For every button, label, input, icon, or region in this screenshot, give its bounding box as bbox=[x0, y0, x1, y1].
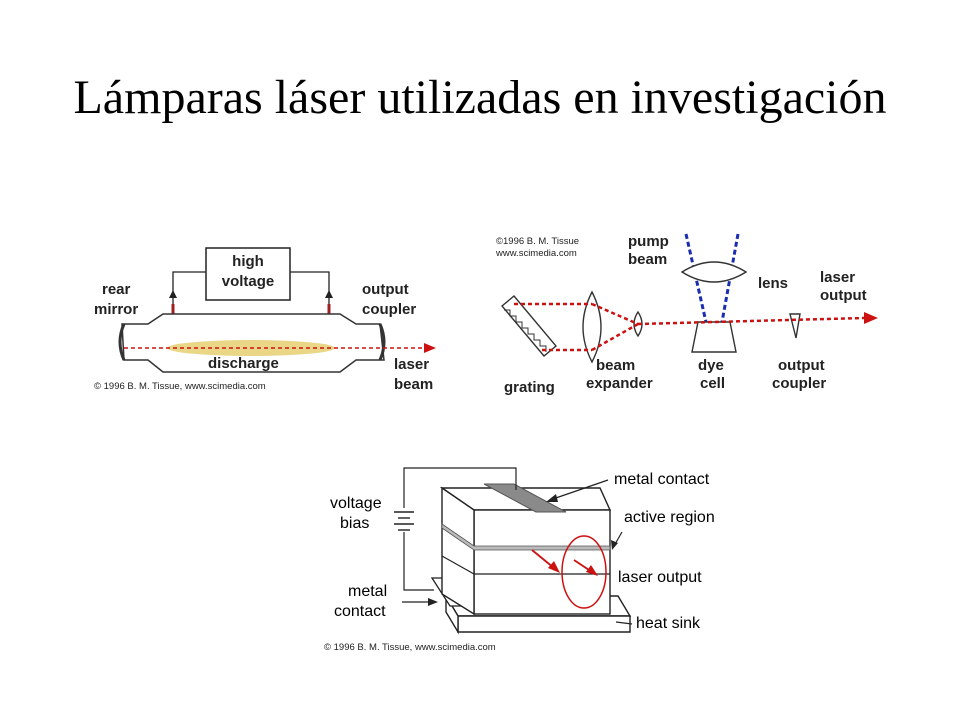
dye-cell bbox=[691, 321, 737, 353]
lens-label: lens bbox=[758, 275, 788, 292]
active-region-label: active region bbox=[624, 509, 715, 526]
diode-laser-copyright: © 1996 B. M. Tissue, www.scimedia.com bbox=[324, 642, 496, 653]
bias-wire-bottom bbox=[403, 532, 434, 591]
hv-wire-right bbox=[290, 271, 330, 314]
beam-expander-label-1: beam bbox=[596, 357, 635, 374]
dye-output-coupler-label-1: output bbox=[778, 357, 825, 374]
hv-arrow-right bbox=[325, 290, 333, 298]
rear-mirror-label-1: rear bbox=[102, 281, 131, 298]
hv-arrow-left bbox=[169, 290, 177, 298]
beam-expander-label-2: expander bbox=[586, 375, 653, 392]
output-highlight-ellipse bbox=[561, 535, 607, 609]
output-coupler bbox=[378, 323, 386, 361]
active-region-layer bbox=[441, 523, 611, 551]
laser-beam-label-2: beam bbox=[394, 376, 433, 393]
high-voltage-box bbox=[205, 247, 291, 301]
rear-mirror bbox=[118, 323, 126, 361]
voltage-bias-label-1: voltage bbox=[330, 495, 382, 512]
metal-contact-bottom-label-2: contact bbox=[334, 603, 386, 620]
diode-laser-diagram: metal contact voltage bias active region… bbox=[318, 460, 738, 658]
dye-output-coupler bbox=[789, 313, 801, 339]
voltage-bias-label-2: bias bbox=[340, 515, 369, 532]
expander-lens-large bbox=[582, 290, 602, 364]
dye-cell-label-2: cell bbox=[700, 375, 725, 392]
top-metal-contact bbox=[483, 483, 567, 513]
heat-sink-label: heat sink bbox=[636, 615, 701, 632]
diffraction-grating bbox=[501, 295, 557, 357]
dye-laser-copyright-2: www.scimedia.com bbox=[495, 248, 577, 259]
output-coupler-label-1: output bbox=[362, 281, 409, 298]
discharge-label: discharge bbox=[208, 355, 279, 372]
metal-contact-top-label: metal contact bbox=[614, 471, 710, 488]
laser-beam-arrowhead bbox=[424, 343, 436, 353]
bias-wire-top bbox=[403, 467, 517, 508]
gas-laser-diagram: high voltage rear mirror output coupler … bbox=[88, 232, 444, 402]
laser-chip bbox=[439, 486, 612, 616]
output-coupler-label-2: coupler bbox=[362, 301, 416, 318]
rear-mirror-label-2: mirror bbox=[94, 301, 138, 318]
grating-label: grating bbox=[504, 379, 555, 396]
laser-output-arrow-1 bbox=[531, 549, 555, 569]
dye-cell-label-1: dye bbox=[698, 357, 724, 374]
cylindrical-lens bbox=[680, 261, 748, 283]
metal-contact-bottom-label-1: metal bbox=[348, 583, 387, 600]
slide-title: Lámparas láser utilizadas en investigaci… bbox=[73, 71, 887, 124]
pump-beam-label-1: pump bbox=[628, 233, 669, 250]
pump-beam-label-2: beam bbox=[628, 251, 667, 268]
high-voltage-label-2: voltage bbox=[222, 273, 275, 290]
hv-wire-left bbox=[172, 271, 206, 314]
laser-beam-label-1: laser bbox=[394, 356, 429, 373]
dye-output-coupler-label-2: coupler bbox=[772, 375, 826, 392]
dye-laser-copyright-1: ©1996 B. M. Tissue bbox=[496, 236, 579, 247]
laser-output-label-2: output bbox=[820, 287, 867, 304]
laser-output-label-1: laser bbox=[820, 269, 855, 286]
dye-beam-path bbox=[514, 302, 865, 352]
gas-laser-copyright: © 1996 B. M. Tissue, www.scimedia.com bbox=[94, 381, 266, 392]
high-voltage-label-1: high bbox=[232, 253, 264, 270]
dye-laser-diagram: ©1996 B. M. Tissue www.scimedia.com pump… bbox=[486, 226, 900, 406]
pump-beam-left bbox=[684, 233, 708, 323]
dye-beam-arrowhead bbox=[864, 312, 878, 324]
laser-output-label: laser output bbox=[618, 569, 702, 586]
battery-icon bbox=[394, 511, 414, 531]
